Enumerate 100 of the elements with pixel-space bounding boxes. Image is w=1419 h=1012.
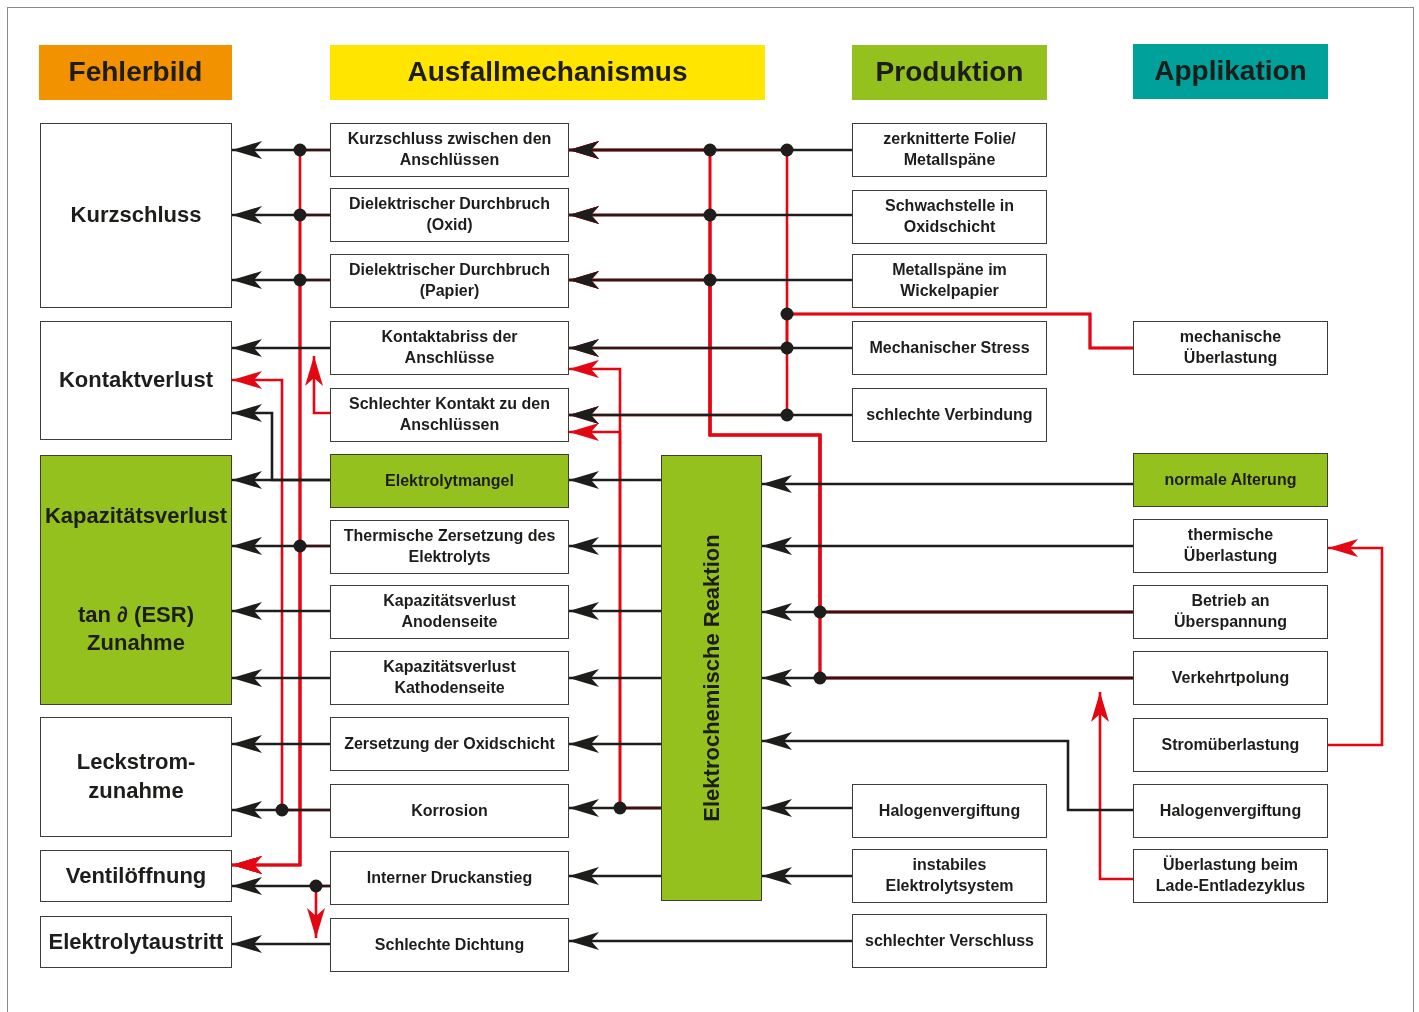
cause-box	[1133, 718, 1328, 772]
arrow	[569, 206, 852, 224]
node-label: Elektrolytmangel	[385, 470, 514, 491]
arrow	[232, 206, 330, 224]
arrow	[762, 537, 1133, 555]
node-label: Elektrochemische Reaktion	[698, 534, 725, 822]
arrow	[232, 339, 330, 357]
cause-box	[330, 123, 569, 177]
node-label: Kontaktverlust	[58, 366, 213, 395]
arrow	[762, 732, 1133, 812]
arrow	[232, 935, 330, 953]
cause-box	[1133, 651, 1328, 705]
column-header	[39, 45, 232, 100]
node-label: thermische Überlastung	[1182, 525, 1279, 566]
arrow	[232, 735, 330, 753]
header-label: Produktion	[875, 55, 1024, 90]
arrow	[232, 404, 330, 482]
node-label: Betrieb an Überspannung	[1173, 591, 1288, 632]
cause-box	[852, 190, 1047, 244]
node-label: Schwachstelle in Oxidschicht	[884, 196, 1015, 237]
node-label: normale Alterung	[1164, 469, 1297, 490]
node-label: Mechanischer Stress	[869, 337, 1030, 358]
node-label: mechanische Überlastung	[1178, 327, 1283, 368]
node-label: Verkehrtpolung	[1171, 667, 1290, 688]
cause-box	[330, 918, 569, 972]
node-label: schlechter Verschluss	[865, 930, 1034, 951]
cause-box	[1133, 519, 1328, 573]
cause-box	[1133, 784, 1328, 838]
arrow	[232, 537, 330, 555]
node-label: Leckstrom- zunahme	[75, 748, 197, 805]
node-label: Überlastung beim Lade-Entladezyklus	[1154, 855, 1307, 896]
arrow	[569, 867, 661, 885]
node-label: Kurzschluss	[70, 201, 202, 230]
node-label: instabiles Elektrolytsystem	[884, 855, 1015, 896]
arrow	[569, 406, 852, 424]
cause-box	[330, 651, 569, 705]
cause-box	[1133, 849, 1328, 903]
node-label: Interner Druckanstieg	[366, 867, 533, 888]
cause-box	[330, 454, 569, 508]
node-label: Thermische Zersetzung des Elektrolyts	[342, 526, 557, 567]
node-label: Schlechte Dichtung	[374, 934, 525, 955]
cause-box	[330, 784, 569, 838]
arrow	[232, 602, 330, 620]
node-label: tan ∂ (ESR) Zunahme	[77, 600, 195, 658]
node-label: schlechte Verbindung	[866, 404, 1033, 425]
arrow	[762, 669, 1133, 687]
node-label: Schlechter Kontakt zu den Anschlüssen	[348, 394, 551, 435]
arrow	[569, 669, 661, 687]
arrow	[569, 141, 852, 159]
arrow	[232, 141, 330, 159]
highlight-arrow	[1328, 539, 1384, 747]
node-label: Elektrolytaustritt	[48, 927, 224, 956]
cause-box	[330, 717, 569, 771]
node-label: Stromüberlastung	[1161, 734, 1300, 755]
column-header	[1133, 44, 1328, 99]
cause-box	[330, 321, 569, 375]
cause-box	[330, 520, 569, 574]
arrow	[569, 339, 852, 357]
arrow	[569, 471, 661, 489]
cause-box	[1133, 321, 1328, 375]
node-label: Dielektrischer Durchbruch (Papier)	[348, 260, 551, 301]
arrow	[762, 799, 852, 817]
cause-box	[330, 388, 569, 442]
failure-mode-box	[40, 455, 232, 705]
arrow	[232, 877, 330, 895]
cause-box	[852, 123, 1047, 177]
column-header	[852, 45, 1047, 100]
arrow	[762, 475, 1133, 493]
arrow	[569, 799, 661, 817]
cause-box	[330, 188, 569, 242]
cause-box	[1133, 453, 1328, 507]
node-label: Halogenvergiftung	[878, 800, 1021, 821]
arrow	[569, 932, 852, 950]
failure-mode-box	[40, 916, 232, 968]
arrow	[569, 537, 661, 555]
cause-box	[1133, 585, 1328, 639]
arrow	[762, 603, 1133, 621]
failure-mode-box	[40, 123, 232, 308]
process-bar	[661, 455, 762, 901]
node-label: zerknitterte Folie/ Metallspäne	[882, 129, 1017, 170]
cause-box	[852, 254, 1047, 308]
cause-box	[852, 914, 1047, 968]
node-label: Korrosion	[411, 800, 488, 821]
node-label: Ventilöffnung	[65, 861, 207, 890]
arrow	[569, 735, 661, 753]
node-label: Kapazitätsverlust Kathodenseite	[382, 657, 517, 698]
node-label: Dielektrischer Durchbruch (Oxid)	[348, 194, 551, 235]
arrow	[232, 669, 330, 687]
arrow	[762, 867, 852, 885]
node-label: Kapazitätsverlust	[44, 502, 228, 531]
node-label: Kapazitätsverlust Anodenseite	[382, 591, 517, 632]
cause-box	[852, 321, 1047, 375]
highlight-arrow	[305, 356, 330, 415]
header-label: Fehlerbild	[68, 55, 203, 90]
node-label: Metallspäne im Wickelpapier	[891, 260, 1008, 301]
column-header	[330, 45, 765, 100]
cause-box	[852, 784, 1047, 838]
node-label: Kontaktabriss der Anschlüsse	[380, 327, 519, 368]
node-label: Kurzschluss zwischen den Anschlüssen	[346, 129, 553, 170]
arrow	[569, 602, 661, 620]
